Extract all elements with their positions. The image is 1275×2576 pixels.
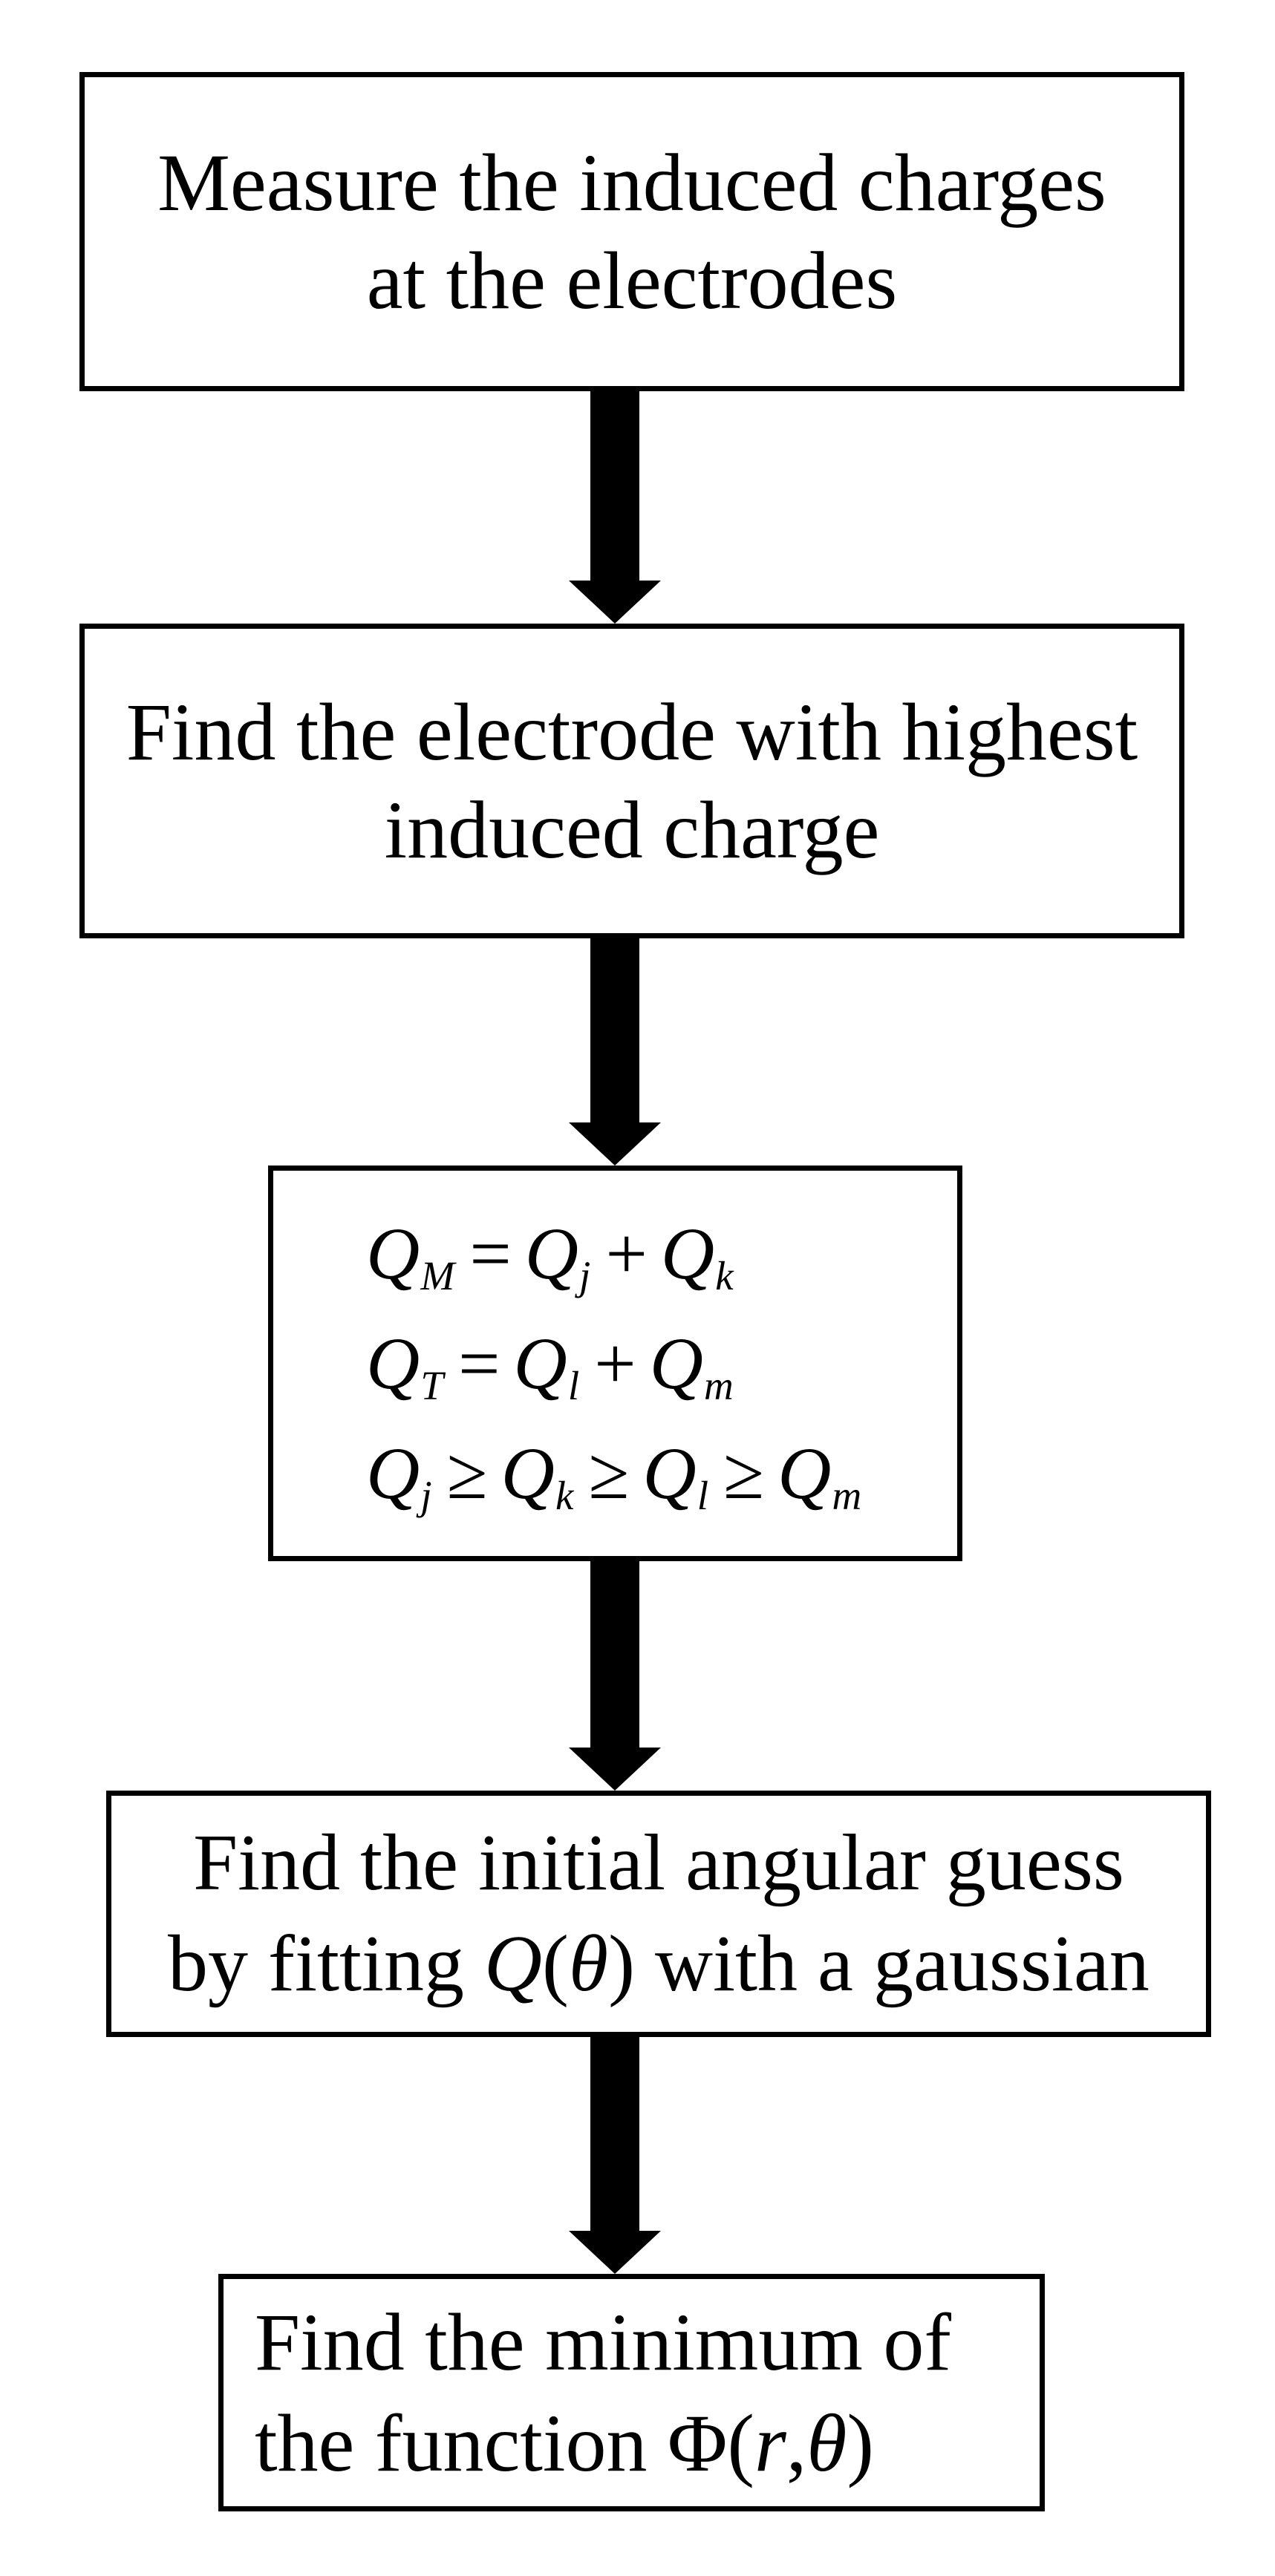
down-arrow-icon-1	[569, 391, 661, 624]
flow-box-find-highest-electrode: Find the electrode with highest induced …	[79, 624, 1184, 938]
math-symbol-r: r	[754, 2398, 786, 2488]
math-paren: (	[727, 2398, 755, 2488]
math-symbol: Q	[642, 1431, 697, 1514]
arrow2-shaft	[590, 938, 639, 1122]
equation-charge-ordering: Qj≥Qk≥Ql≥Qm	[366, 1419, 863, 1529]
math-symbol-theta: θ	[569, 1920, 609, 2008]
flow-box-measure-induced-charges: Measure the induced charges at the elect…	[79, 72, 1184, 391]
math-comma: ,	[786, 2398, 807, 2488]
equation-qt-sum: QT=Ql+Qm	[366, 1309, 735, 1419]
math-symbol-phi: Φ	[667, 2398, 728, 2488]
flow-box-minimize-function: Find the minimum of the function Φ(r,θ)	[218, 2274, 1045, 2511]
math-operator: =	[469, 1212, 512, 1295]
equation-qm-sum: QM=Qj+Qk	[366, 1199, 735, 1309]
down-arrow-icon-2	[569, 938, 661, 1166]
math-operator: +	[594, 1321, 636, 1405]
math-subscript: m	[704, 1362, 734, 1408]
arrow1-head-icon	[569, 581, 661, 624]
arrow4-head-icon	[569, 2231, 661, 2274]
math-symbol: Q	[649, 1321, 703, 1405]
math-symbol: Q	[366, 1212, 420, 1295]
math-paren: (	[542, 1920, 570, 2008]
arrow1-shaft	[590, 391, 639, 581]
math-symbol: Q	[366, 1431, 420, 1514]
box4-line2-text-tail: with a gaussian	[635, 1920, 1150, 2008]
math-symbol: Q	[500, 1431, 555, 1514]
math-subscript: j	[420, 1472, 432, 1518]
math-subscript: k	[555, 1472, 574, 1518]
math-symbol: Q	[777, 1431, 832, 1514]
math-subscript: l	[697, 1472, 709, 1518]
math-operator: ≥	[588, 1431, 630, 1514]
math-symbol: Q	[366, 1321, 420, 1405]
box5-line1: Find the minimum of	[255, 2297, 952, 2387]
math-subscript: l	[567, 1362, 580, 1408]
flow-box-charge-equations: QM=Qj+Qk QT=Ql+Qm Qj≥Qk≥Ql≥Qm	[268, 1166, 962, 1561]
math-paren: )	[608, 1920, 636, 2008]
math-symbol-theta: θ	[806, 2398, 847, 2488]
box2-line2: induced charge	[384, 785, 880, 875]
arrow2-head-icon	[569, 1122, 661, 1166]
box4-line1: Find the initial angular guess	[193, 1819, 1124, 1907]
math-symbol: Q	[513, 1321, 567, 1405]
box5-line2: the function Φ(r,θ)	[255, 2393, 874, 2494]
arrow3-shaft	[590, 1561, 639, 1748]
math-paren: )	[847, 2398, 875, 2488]
math-operator: =	[458, 1321, 500, 1405]
math-subscript: j	[579, 1252, 591, 1298]
math-symbol: Q	[660, 1212, 715, 1295]
math-subscript: T	[420, 1362, 443, 1408]
math-symbol: Q	[524, 1212, 578, 1295]
box4-line2-text: by fitting	[168, 1920, 485, 2008]
box5-line2-text: the function	[255, 2398, 668, 2488]
math-operator: ≥	[723, 1431, 765, 1514]
flow-box-initial-angular-guess: Find the initial angular guess by fittin…	[106, 1791, 1211, 2037]
box4-line2: by fitting Q(θ) with a gaussian	[168, 1914, 1150, 2015]
box1-line1: Measure the induced charges	[157, 137, 1106, 228]
down-arrow-icon-4	[569, 2037, 661, 2274]
box1-line2: at the electrodes	[366, 235, 898, 326]
math-subscript: m	[832, 1472, 862, 1518]
down-arrow-icon-3	[569, 1561, 661, 1791]
arrow3-head-icon	[569, 1748, 661, 1791]
arrow4-shaft	[590, 2037, 639, 2231]
math-subscript: k	[715, 1252, 734, 1298]
math-operator: ≥	[446, 1431, 488, 1514]
box2-line1: Find the electrode with highest	[125, 687, 1138, 777]
math-subscript: M	[420, 1252, 455, 1298]
math-symbol: Q	[484, 1920, 543, 2008]
math-operator: +	[605, 1212, 648, 1295]
